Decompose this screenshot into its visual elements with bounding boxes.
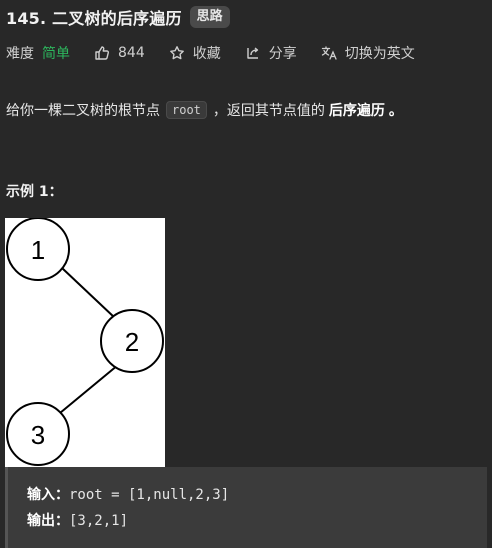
translate-button[interactable]: 切换为英文 [321, 43, 415, 63]
like-button[interactable]: 844 [94, 45, 145, 61]
tree-edge-2-3 [59, 364, 119, 414]
tree-node-3-label: 3 [31, 420, 45, 450]
example-output: 输出：[3,2,1] [27, 510, 128, 530]
tree-node-3 [6, 402, 70, 466]
thumbs-up-icon [94, 45, 110, 61]
share-label: 分享 [268, 46, 297, 62]
description-suffix: 。 [388, 103, 403, 119]
difficulty: 难度 简单 [6, 43, 70, 63]
favorite-label: 收藏 [192, 46, 221, 62]
difficulty-label: 难度 [6, 46, 34, 62]
share-icon [245, 45, 261, 61]
translate-label: 切换为英文 [344, 46, 415, 62]
description-middle: ，返回其节点值的 [212, 103, 325, 119]
tree-node-1-label: 1 [31, 235, 45, 265]
example-title: 示例 1： [6, 184, 63, 200]
idea-tag-button[interactable]: 思路 [189, 6, 230, 28]
title-row: 145. 二叉树的后序遍历 思路 [6, 5, 230, 29]
like-count: 844 [118, 45, 145, 61]
meta-row: 难度 简单 844 收藏 分享 [6, 43, 439, 63]
tree-diagram: 1 2 3 [6, 217, 164, 466]
output-value: [3,2,1] [69, 513, 129, 529]
inline-code-root: root [166, 101, 207, 119]
star-icon [169, 45, 185, 61]
tree-edge-1-2 [61, 267, 116, 319]
tree-node-2 [100, 309, 164, 373]
difficulty-value: 简单 [42, 46, 70, 62]
description-prefix: 给你一棵二叉树的根节点 [6, 103, 160, 119]
translate-icon [321, 45, 337, 61]
description-emphasis: 后序遍历 [328, 103, 385, 119]
example-input: 输入：root = [1,null,2,3] [27, 484, 229, 504]
problem-description: 给你一棵二叉树的根节点 root ，返回其节点值的 后序遍历 。 [6, 100, 403, 120]
example-io-box: 输入：root = [1,null,2,3] 输出：[3,2,1] [5, 467, 487, 548]
problem-title: 145. 二叉树的后序遍历 [6, 9, 182, 28]
input-value: root = [1,null,2,3] [69, 487, 230, 503]
tree-node-1 [6, 217, 70, 281]
input-label: 输入： [27, 487, 69, 503]
example-tree-image: 1 2 3 [5, 217, 165, 468]
favorite-button[interactable]: 收藏 [169, 43, 221, 63]
output-label: 输出： [27, 513, 69, 529]
share-button[interactable]: 分享 [245, 43, 297, 63]
tree-node-2-label: 2 [125, 327, 139, 357]
